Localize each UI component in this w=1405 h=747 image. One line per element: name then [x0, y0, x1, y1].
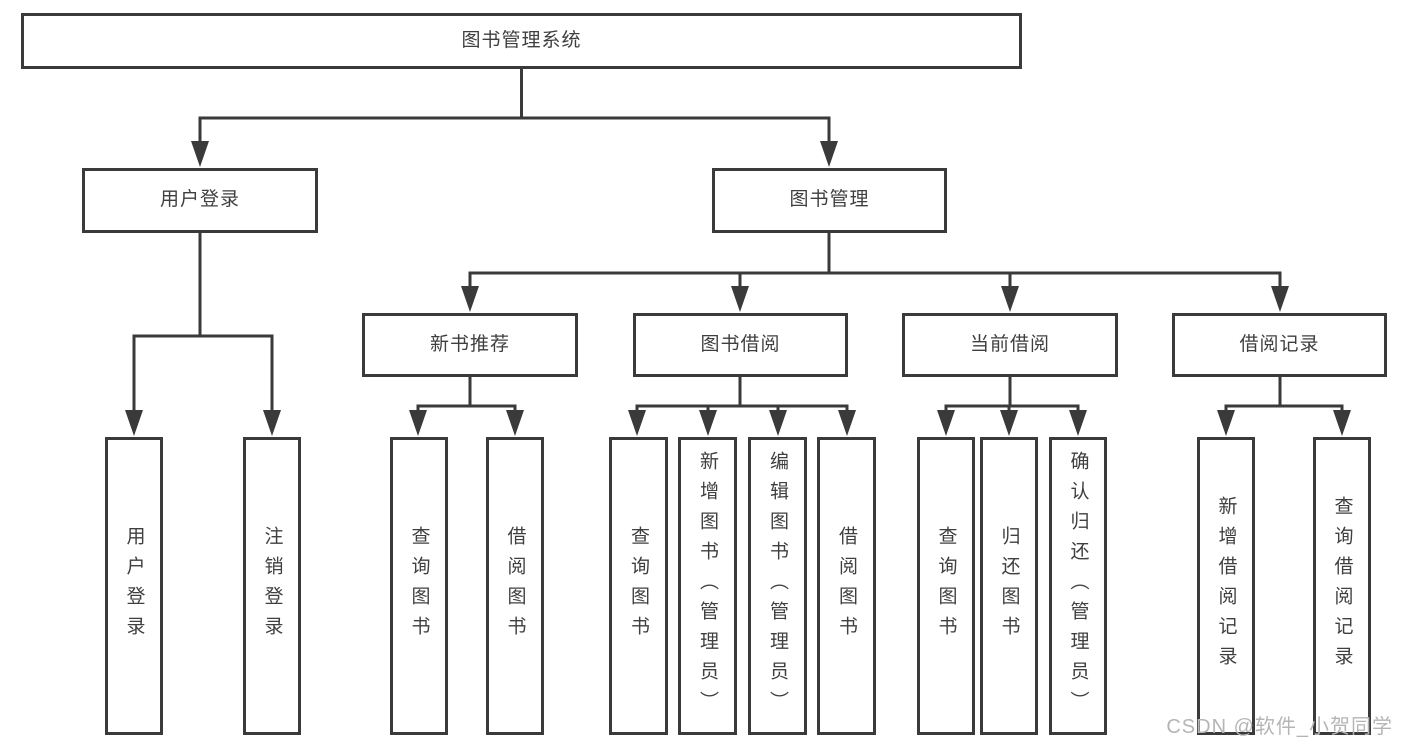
node-book-management: 图书管理 — [712, 168, 947, 233]
connector-recommend-to-leaves — [409, 377, 524, 436]
connector-current-to-leaves — [937, 377, 1087, 436]
csdn-watermark: CSDN @软件_小贺同学 — [1166, 716, 1393, 738]
leaf-return-book: 归还图书 — [980, 437, 1038, 735]
connector-records-to-leaves — [1217, 377, 1351, 436]
node-current-borrow: 当前借阅 — [902, 313, 1118, 377]
connector-management-to-level3 — [461, 233, 1289, 312]
connector-root-to-level2 — [191, 69, 838, 167]
leaf-user-login: 用户登录 — [105, 437, 163, 735]
leaf-edit-book-admin: 编辑图书（管理员） — [748, 437, 807, 735]
leaf-confirm-return-admin: 确认归还（管理员） — [1049, 437, 1107, 735]
leaf-logout: 注销登录 — [243, 437, 301, 735]
leaf-add-borrow-record: 新增借阅记录 — [1197, 437, 1255, 735]
leaf-query-book-borrow: 查询图书 — [609, 437, 668, 735]
node-book-borrow: 图书借阅 — [633, 313, 848, 377]
connector-login-to-leaves — [125, 233, 281, 436]
node-borrow-records: 借阅记录 — [1172, 313, 1387, 377]
node-root-system: 图书管理系统 — [21, 13, 1022, 69]
node-user-login: 用户登录 — [82, 168, 318, 233]
leaf-query-borrow-record: 查询借阅记录 — [1313, 437, 1371, 735]
leaf-add-book-admin: 新增图书（管理员） — [678, 437, 737, 735]
leaf-borrow-book-recommend: 借阅图书 — [486, 437, 544, 735]
node-new-book-recommend: 新书推荐 — [362, 313, 578, 377]
leaf-query-book-recommend: 查询图书 — [390, 437, 448, 735]
leaf-borrow-book: 借阅图书 — [817, 437, 876, 735]
connector-borrow-to-leaves — [628, 377, 856, 436]
leaf-query-book-current: 查询图书 — [917, 437, 975, 735]
